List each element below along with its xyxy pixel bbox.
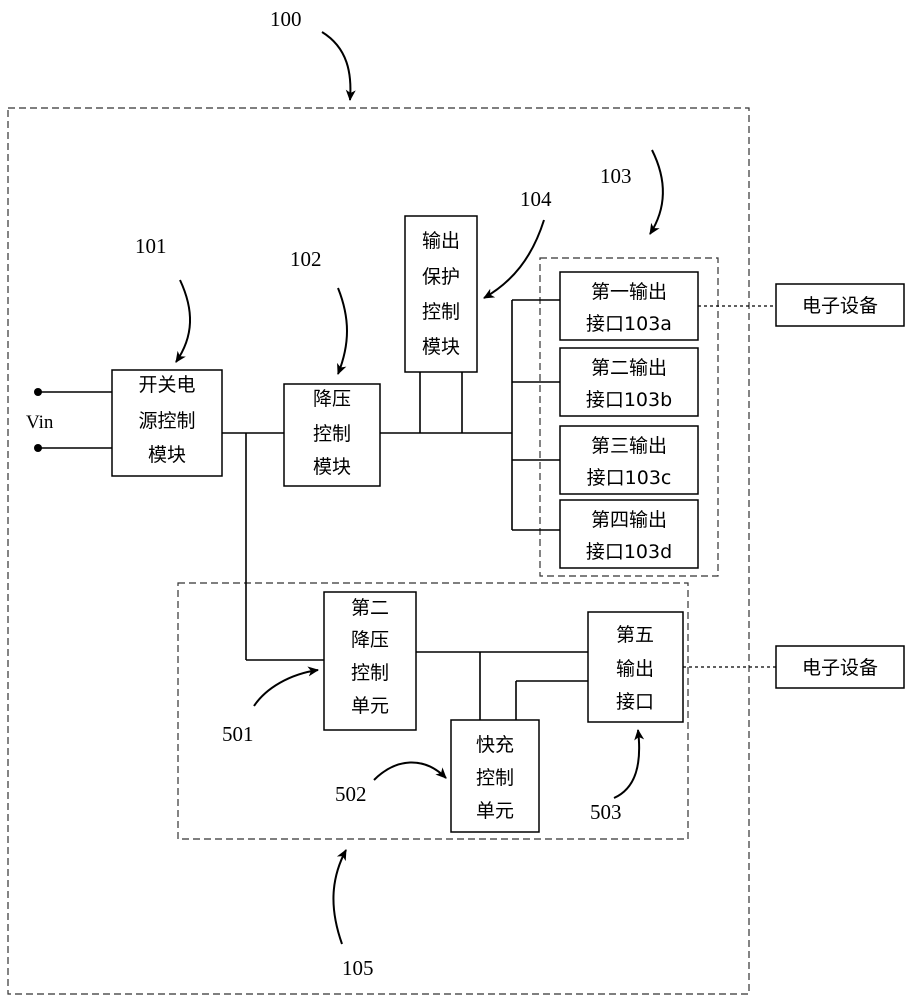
ref-103: 103 [600,164,632,188]
arrow-100 [321,31,356,101]
device1-label: 电子设备 [802,295,878,317]
electronic-device-2: 电子设备 [775,645,905,689]
arrow-105 [332,849,347,945]
ref-501: 501 [222,722,254,746]
port3-line-1: 第三输出 [591,435,667,457]
port2-line-1: 第二输出 [591,357,667,379]
power-line-2: 源控制 [138,410,195,432]
arrow-101 [175,279,191,363]
power-control-module: 开关电 源控制 模块 [111,369,223,477]
arrow-104 [483,219,545,299]
buck-control-module: 降压 控制 模块 [283,383,381,487]
output-port-2: 第二输出 接口103b [559,347,699,417]
port5-line-3: 接口 [616,691,654,713]
ref-503: 503 [590,800,622,824]
fast-charge-unit: 快充 控制 单元 [450,719,540,833]
protect-line-2: 保护 [422,266,460,288]
ref-101: 101 [135,234,167,258]
fast-line-3: 单元 [476,800,514,822]
arrow-103 [649,149,664,235]
ref-502: 502 [335,782,367,806]
port5-line-1: 第五 [616,624,654,646]
ref-105: 105 [342,956,374,980]
arrow-102 [337,287,348,375]
port4-line-1: 第四输出 [591,509,667,531]
port1-line-1: 第一输出 [591,281,667,303]
buck2-line-3: 控制 [351,662,389,684]
port4-line-2: 接口103d [586,541,672,563]
arrow-501 [253,666,319,707]
fast-line-2: 控制 [476,767,514,789]
buck-line-2: 控制 [313,423,351,445]
system-boundary [7,107,750,995]
buck2-line-4: 单元 [351,695,389,717]
second-buck-unit: 第二 降压 控制 单元 [323,591,417,731]
output-port-1: 第一输出 接口103a [559,271,699,341]
device2-label: 电子设备 [802,657,878,679]
fifth-output-port: 第五 输出 接口 [587,611,684,723]
port3-line-2: 接口103c [587,467,672,489]
port5-line-2: 输出 [616,658,654,680]
power-line-3: 模块 [148,444,186,466]
arrow-502 [373,761,447,781]
vin-input: Vin [26,388,112,452]
vin-label: Vin [26,412,54,433]
leader-arrows [175,31,664,945]
protect-line-4: 模块 [422,336,460,358]
output-port-3: 第三输出 接口103c [559,425,699,495]
buck2-line-1: 第二 [351,597,389,619]
buck-line-3: 模块 [313,456,351,478]
port2-line-2: 接口103b [586,389,672,411]
sub-system-boundary [177,582,689,840]
buck2-line-2: 降压 [351,629,389,651]
wiring [222,299,776,720]
ref-100: 100 [270,7,302,31]
protect-line-3: 控制 [422,301,460,323]
ref-104: 104 [520,187,552,211]
arrow-503 [613,729,645,799]
protect-line-1: 输出 [422,230,460,252]
output-protection-module: 输出 保护 控制 模块 [404,215,478,373]
ports-group-boundary [539,257,719,577]
port1-line-2: 接口103a [586,313,672,335]
output-port-4: 第四输出 接口103d [559,499,699,569]
electronic-device-1: 电子设备 [775,283,905,327]
buck-line-1: 降压 [313,388,351,410]
ref-102: 102 [290,247,322,271]
fast-line-1: 快充 [476,734,514,756]
power-line-1: 开关电 [138,374,195,396]
